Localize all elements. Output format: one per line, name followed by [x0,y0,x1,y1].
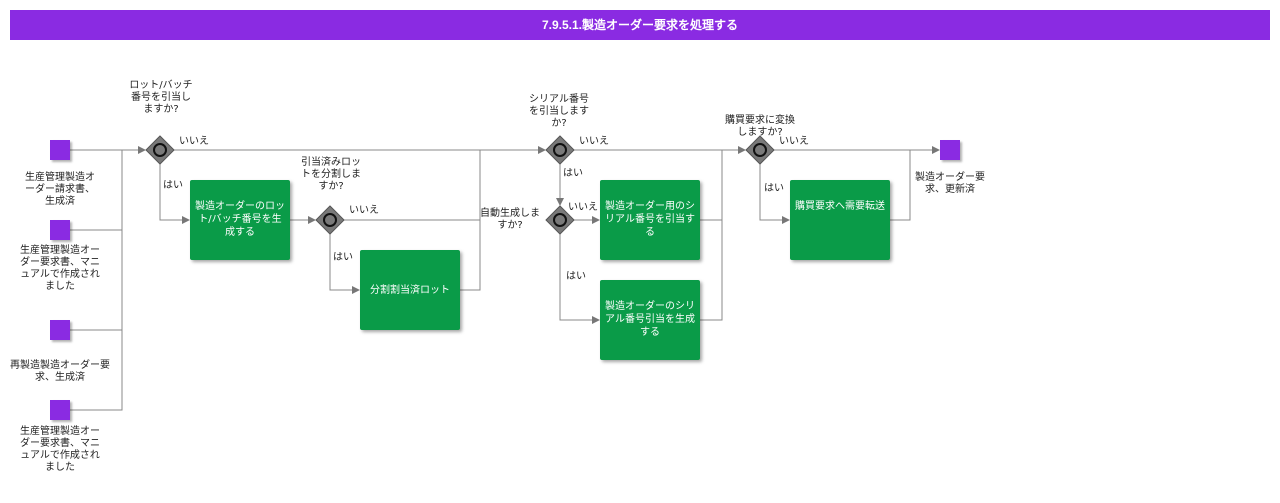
start-event-4-label: 生産管理製造オーダー要求書、マニュアルで作成されました [20,426,100,473]
start-event-1[interactable] [50,140,70,160]
flow-g1-yes [159,164,190,224]
flow-t4-merge [700,220,723,321]
g3-no-label: いいえ [579,136,609,147]
start-event-4[interactable] [50,400,70,420]
gateway-g3-label: シリアル番号を引当しますか? [529,94,589,129]
g1-yes-label: はい [163,180,183,191]
flow-g2-yes [329,234,360,294]
gateway-g1-label: ロット/バッチ番号を引当しますか? [129,80,193,115]
flow-g5-yes [759,164,790,224]
task-split-allocated-lot[interactable]: 分割割当済ロット [360,250,460,330]
g2-yes-label: はい [333,252,353,263]
g4-no-label: いいえ [568,202,598,213]
task-generate-lot-batch[interactable]: 製造オーダーのロット/バッチ番号を生成する [190,180,290,260]
task-generate-lot-batch-label: 製造オーダーのロット/バッチ番号を生成する [195,201,285,238]
end-event-label: 製造オーダー要求、更新済 [915,172,985,195]
flow-t5-merge [890,150,911,221]
gateway-g4 [545,205,575,235]
start-event-2[interactable] [50,220,70,240]
gateway-g3 [545,135,575,165]
g5-no-label: いいえ [779,136,809,147]
gateway-g2 [315,205,345,235]
diagram-title: 7.9.5.1.製造オーダー要求を処理する [10,10,1270,40]
flow-start4 [70,330,123,411]
gateway-g1 [145,135,175,165]
flow-t3-merge [700,150,723,221]
task-allocate-serial-label: 製造オーダー用のシリアル番号を引当する [605,201,695,238]
task-split-allocated-lot-label: 分割割当済ロット [370,284,450,296]
task-allocate-serial[interactable]: 製造オーダー用のシリアル番号を引当する [600,180,700,260]
g1-no-label: いいえ [179,136,209,147]
gateway-g5-label: 購買要求に変換しますか? [725,115,795,138]
end-event[interactable] [940,140,960,160]
start-event-3[interactable] [50,320,70,340]
task-generate-serial-allocation-label: 製造オーダーのシリアル番号引当を生成する [605,301,695,338]
gateway-g2-label: 引当済みロットを分割しますか? [301,157,361,192]
flow-t2-merge [460,220,481,291]
g2-no-label: いいえ [349,205,379,216]
flow-g4-yes [559,234,600,324]
gateway-g5 [745,135,775,165]
g3-yes-label: はい [563,168,583,179]
gateway-g4-label: 自動生成しますか? [480,208,540,231]
task-transfer-to-purchase-request[interactable]: 購買要求へ需要転送 [790,180,890,260]
task-transfer-to-purchase-request-label: 購買要求へ需要転送 [795,201,885,212]
start-event-3-label: 再製造製造オーダー要求、生成済 [10,360,110,383]
task-generate-serial-allocation[interactable]: 製造オーダーのシリアル番号引当を生成する [600,280,700,360]
g4-yes-label: はい [566,271,586,282]
start-event-2-label: 生産管理製造オーダー要求書、マニュアルで作成されました [20,245,100,292]
start-event-1-label: 生産管理製造オーダー請求書、生成済 [25,172,95,207]
g5-yes-label: はい [764,183,784,194]
